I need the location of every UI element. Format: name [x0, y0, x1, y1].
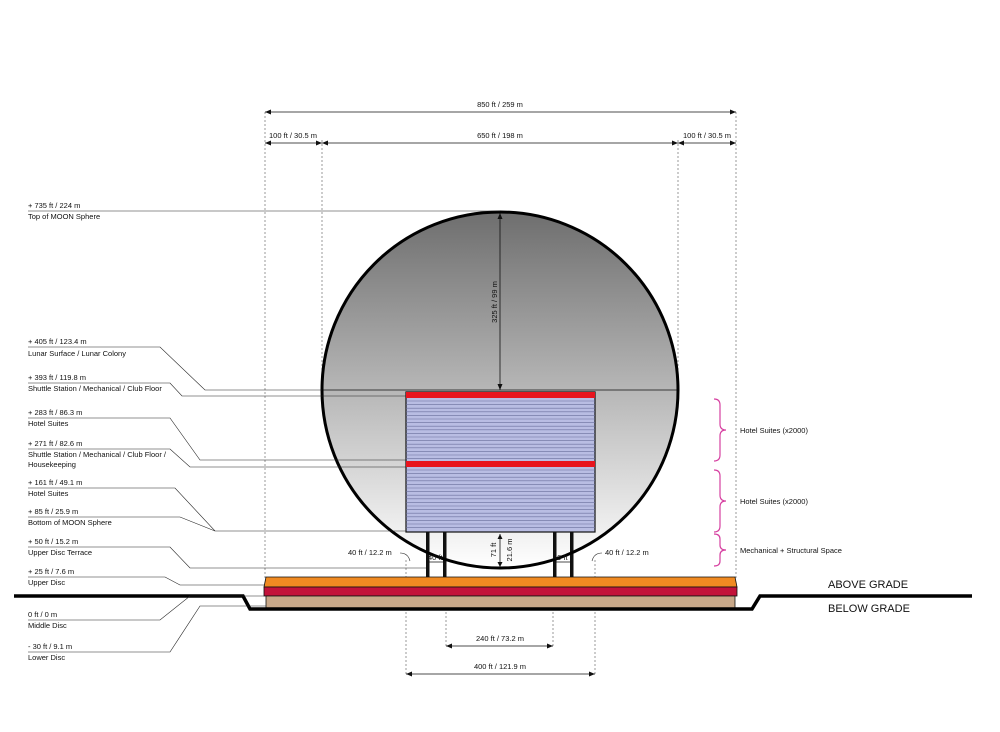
offset-dimensions: 100 ft / 30.5 m 650 ft / 198 m 100 ft / …	[265, 131, 736, 146]
zone-label-mechanical-structural: Mechanical + Structural Space	[740, 546, 842, 555]
support-legs	[426, 532, 574, 578]
level-hotel-suites-upper: + 283 ft / 86.3 m Hotel Suites	[28, 408, 406, 461]
level-elevation: + 50 ft / 15.2 m	[28, 537, 78, 546]
level-name: Bottom of MOON Sphere	[28, 518, 112, 527]
discs	[263, 576, 738, 609]
level-upper-disc-terrace: + 50 ft / 15.2 m Upper Disc Terrace	[28, 537, 426, 569]
level-elevation: + 735 ft / 224 m	[28, 201, 80, 210]
level-name: Hotel Suites	[28, 489, 69, 498]
hotel-core	[405, 391, 596, 533]
level-shuttle-station-upper: + 393 ft / 119.8 m Shuttle Station / Mec…	[28, 373, 406, 397]
overall-width-dimension: 850 ft / 259 m	[265, 100, 736, 115]
brace-mechanical-structural	[713, 533, 727, 567]
overall-width-label: 850 ft / 259 m	[477, 100, 523, 109]
left-offset-label: 100 ft / 30.5 m	[269, 131, 317, 140]
level-elevation: + 283 ft / 86.3 m	[28, 408, 82, 417]
club-floor-middle	[406, 461, 595, 467]
level-name-line-2: Housekeeping	[28, 460, 76, 469]
upper-disc	[263, 576, 738, 588]
leg-left-inner	[443, 532, 447, 578]
level-elevation: + 405 ft / 123.4 m	[28, 337, 87, 346]
level-name: Upper Disc Terrace	[28, 548, 92, 557]
level-name: Lunar Surface / Lunar Colony	[28, 349, 126, 358]
level-elevation: + 271 ft / 82.6 m	[28, 439, 82, 448]
level-name: Shuttle Station / Mechanical / Club Floo…	[28, 450, 167, 459]
level-hotel-suites-lower: + 161 ft / 49.1 m Hotel Suites	[28, 478, 406, 532]
middle-disc	[263, 586, 738, 597]
upper-height-label: 325 ft / 99 m	[490, 281, 499, 323]
club-floor-upper	[406, 392, 595, 398]
outer-span-label: 400 ft / 121.9 m	[474, 662, 526, 671]
leg-right-inner	[553, 532, 557, 578]
level-bottom-of-sphere: + 85 ft / 25.9 m Bottom of MOON Sphere	[28, 507, 216, 532]
level-lower-disc: - 30 ft / 9.1 m Lower Disc	[28, 605, 266, 662]
level-shuttle-station-middle: + 271 ft / 82.6 m Shuttle Station / Mech…	[28, 439, 406, 469]
outer-span-dimension: 400 ft / 121.9 m	[406, 662, 595, 677]
clear-height-dimension: 71 ft 21.6 m	[489, 534, 514, 567]
leg-left-label: 40 ft / 12.2 m	[348, 548, 392, 557]
level-elevation: 0 ft / 0 m	[28, 610, 57, 619]
leg-right-outer	[570, 532, 574, 578]
right-offset-label: 100 ft / 30.5 m	[683, 131, 731, 140]
level-top-of-sphere: + 735 ft / 224 m Top of MOON Sphere	[28, 201, 500, 221]
level-elevation: - 30 ft / 9.1 m	[28, 642, 72, 651]
level-name: Lower Disc	[28, 653, 65, 662]
level-labels: + 735 ft / 224 m Top of MOON Sphere + 40…	[28, 201, 500, 662]
level-name: Middle Disc	[28, 621, 67, 630]
brace-hotel-suites-lower	[713, 469, 727, 533]
level-elevation: + 161 ft / 49.1 m	[28, 478, 82, 487]
zone-label-hotel-suites-upper: Hotel Suites (x2000)	[740, 426, 808, 435]
level-name: Hotel Suites	[28, 419, 69, 428]
inner-span-dimension: 240 ft / 73.2 m	[446, 634, 553, 649]
level-name: Top of MOON Sphere	[28, 212, 100, 221]
leg-right-label: 40 ft / 12.2 m	[605, 548, 649, 557]
zone-braces: Hotel Suites (x2000) Hotel Suites (x2000…	[713, 398, 842, 567]
brace-hotel-suites-upper	[713, 398, 727, 462]
level-upper-disc: + 25 ft / 7.6 m Upper Disc	[28, 567, 264, 587]
above-grade-label: ABOVE GRADE	[828, 579, 908, 591]
level-elevation: + 25 ft / 7.6 m	[28, 567, 74, 576]
inner-span-label: 240 ft / 73.2 m	[476, 634, 524, 643]
level-name: Shuttle Station / Mechanical / Club Floo…	[28, 384, 162, 393]
lower-disc	[265, 595, 736, 609]
zone-label-hotel-suites-lower: Hotel Suites (x2000)	[740, 497, 808, 506]
clear-height-ft-label: 71 ft	[489, 542, 498, 558]
level-middle-disc: 0 ft / 0 m Middle Disc	[28, 595, 264, 630]
level-elevation: + 393 ft / 119.8 m	[28, 373, 86, 382]
sphere-width-label: 650 ft / 198 m	[477, 131, 523, 140]
below-grade-label: BELOW GRADE	[828, 603, 910, 615]
leg-width-left-label: 40 ft	[428, 553, 444, 562]
leg-width-right-label: 40 ft	[553, 553, 569, 562]
leg-dimensions: 40 ft / 12.2 m 40 ft / 12.2 m 40 ft 40 f…	[348, 548, 649, 563]
level-elevation: + 85 ft / 25.9 m	[28, 507, 78, 516]
leg-left-outer	[426, 532, 430, 578]
level-lunar-surface: + 405 ft / 123.4 m Lunar Surface / Lunar…	[28, 337, 322, 391]
clear-height-m-label: 21.6 m	[505, 539, 514, 562]
level-name: Upper Disc	[28, 578, 65, 587]
